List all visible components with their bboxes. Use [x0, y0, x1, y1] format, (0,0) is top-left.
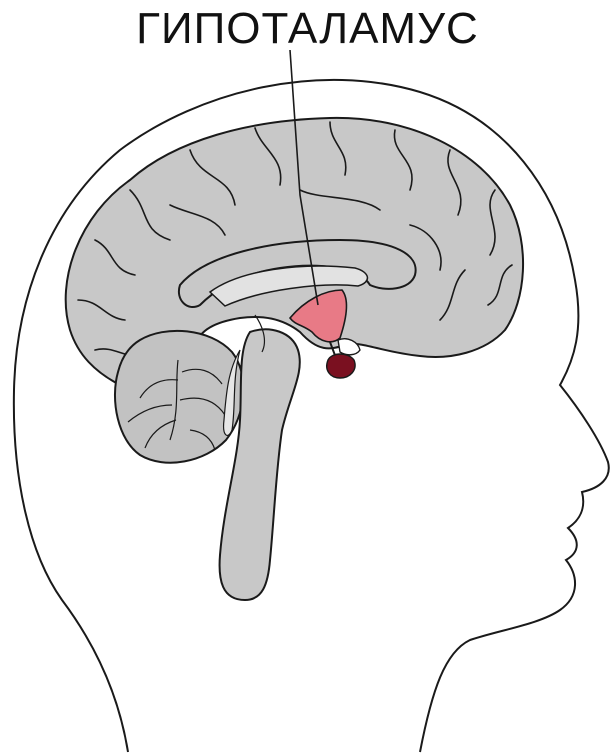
cerebellum [115, 331, 244, 463]
pituitary-gland [327, 354, 355, 378]
